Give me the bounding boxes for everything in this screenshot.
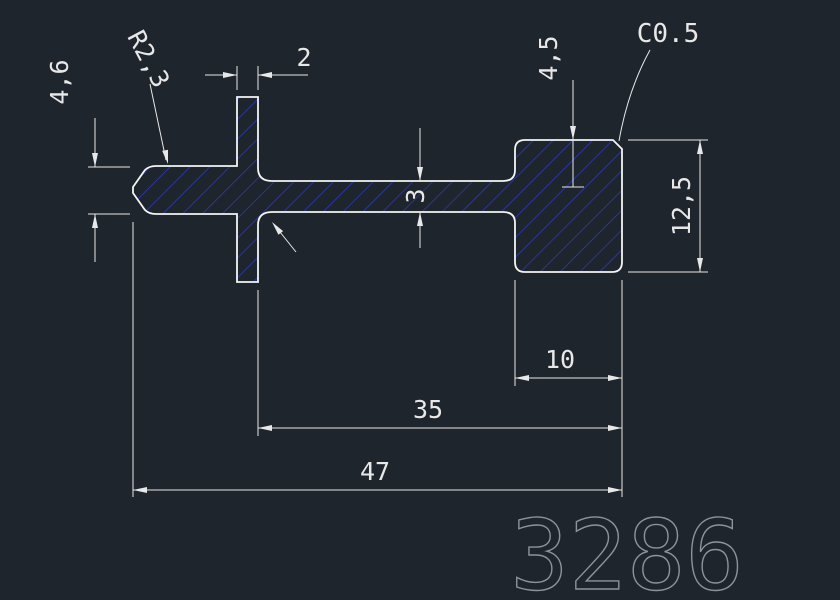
- arrowhead: [162, 149, 168, 164]
- dim-block-width: 10: [514, 280, 623, 497]
- arrowhead: [133, 487, 147, 493]
- arrowhead: [223, 72, 237, 78]
- arrowhead: [608, 425, 622, 431]
- dim-text-web-span: 35: [413, 395, 443, 424]
- dim-stem-width: 2: [205, 43, 312, 90]
- dim-text-total-width: 47: [360, 457, 390, 486]
- arrowhead: [417, 167, 423, 181]
- dim-text-stem-width: 2: [296, 43, 311, 72]
- leader-line: [149, 83, 167, 161]
- arrowhead: [258, 425, 272, 431]
- arrowhead: [697, 140, 703, 154]
- arrowhead: [417, 212, 423, 226]
- arrowhead: [258, 72, 272, 78]
- dim-text-block-top-offset: 4,5: [534, 35, 563, 80]
- dim-block-height: 12,5: [628, 139, 708, 273]
- leader-chamfer: C0.5: [618, 19, 700, 142]
- dim-web-thickness: 3: [401, 128, 430, 248]
- dim-text-block-height: 12,5: [667, 176, 696, 236]
- arrowhead: [608, 487, 622, 493]
- arrowhead: [515, 375, 529, 381]
- dim-text-block-width: 10: [545, 345, 575, 374]
- part-number: 3286: [510, 499, 744, 600]
- dim-text-left-height: 4,6: [45, 59, 74, 104]
- leader-radius-bottom: [272, 222, 297, 253]
- dim-web-span: 35: [257, 290, 622, 436]
- arrowhead: [272, 222, 284, 235]
- leader-line: [618, 49, 651, 142]
- dim-block-top-offset: 4,5: [534, 35, 584, 188]
- arrowhead: [697, 258, 703, 272]
- part-outline: [132, 96, 623, 283]
- dim-left-height: 4,6: [45, 59, 130, 262]
- dim-total-width: 47: [132, 222, 622, 497]
- arrowhead: [92, 153, 98, 167]
- arrowhead: [92, 214, 98, 228]
- dim-text-chamfer: C0.5: [637, 19, 700, 49]
- arrowhead: [570, 126, 576, 140]
- arrowhead: [608, 375, 622, 381]
- dim-text-web-thickness: 3: [401, 188, 430, 203]
